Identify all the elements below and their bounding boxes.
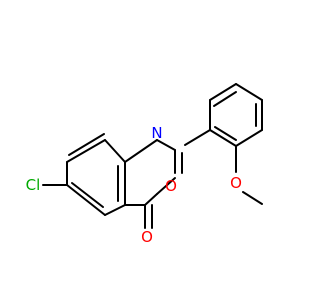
bond: [213, 91, 237, 107]
bond: [156, 139, 176, 151]
bond: [209, 129, 237, 147]
structure-canvas: N O O O Cl: [26, 83, 263, 246]
bond: [235, 129, 263, 147]
bond: [144, 193, 158, 206]
bond: [214, 126, 237, 141]
oxazinone-ring: [124, 139, 183, 229]
methoxyphenyl-ring: [184, 83, 263, 147]
bond: [71, 182, 104, 208]
bond: [66, 184, 106, 216]
chlorine-atom-label: Cl: [26, 176, 41, 194]
carbonyl-oxygen-atom-label: O: [141, 228, 153, 246]
benzo-ring: [66, 133, 126, 216]
bond: [156, 177, 176, 195]
bond: [235, 83, 263, 101]
bond: [104, 139, 126, 163]
bond: [184, 129, 211, 146]
molecule-diagram: N O O O Cl: [26, 83, 263, 246]
nitrogen-atom-label: N: [151, 124, 162, 142]
bond: [209, 83, 237, 101]
bond: [104, 204, 126, 216]
ring-oxygen-atom-label: O: [165, 177, 177, 195]
bond: [68, 133, 105, 156]
bond: [66, 139, 106, 163]
ether-oxygen-atom-label: O: [230, 174, 242, 192]
bond: [242, 191, 263, 205]
bond: [124, 139, 158, 163]
